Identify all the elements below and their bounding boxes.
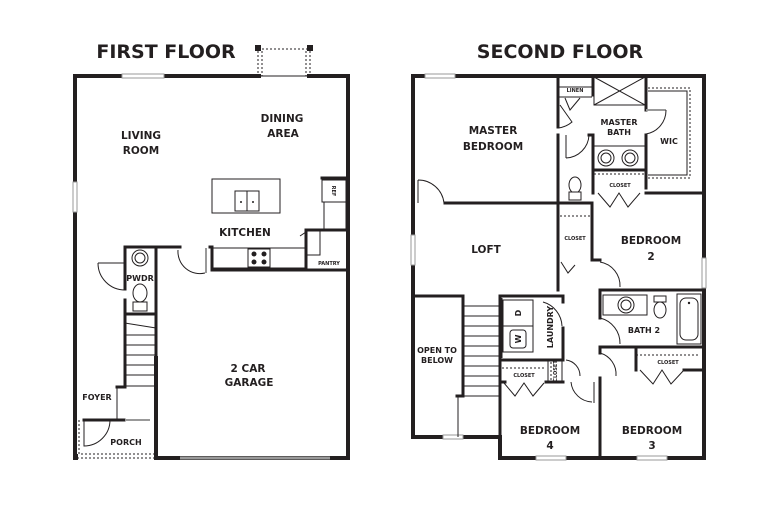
open-to-below: OPEN TO BELOW [411,294,465,437]
master-closet: CLOSET [591,168,706,208]
walk-in-closet: WIC [648,87,691,179]
stairs [115,322,157,420]
svg-text:WIC: WIC [660,137,678,146]
window [410,234,416,266]
svg-text:ROOM: ROOM [123,145,159,157]
svg-text:REF: REF [330,186,336,197]
toilet-icon [653,301,667,319]
refrigerator: REF [320,176,348,203]
front-door-swing [83,419,111,447]
svg-text:BEDROOM: BEDROOM [621,235,681,247]
kitchen-counter [123,245,348,272]
window [535,455,567,461]
bathtub-icon [676,293,702,345]
window [442,434,464,440]
laundry-room: D W LAUNDRY [498,294,565,439]
linen-closet: LINEN [557,86,592,129]
svg-text:KITCHEN: KITCHEN [219,227,271,239]
svg-text:2 CAR: 2 CAR [231,363,266,375]
second-floor-plan: SECOND FLOOR MASTER BEDROOM LINEN [410,41,707,461]
pantry: PANTRY [299,228,348,272]
window [72,181,78,213]
svg-text:LOFT: LOFT [471,244,501,256]
window [121,73,165,79]
window [701,257,707,289]
svg-text:2: 2 [647,251,654,263]
dryer-icon [502,299,534,327]
door-swing [177,249,206,275]
svg-text:DINING: DINING [261,113,304,125]
svg-text:4: 4 [546,440,553,452]
toilet-icon [568,176,582,194]
svg-text:FOYER: FOYER [82,393,111,402]
sink-icon [131,249,149,267]
bedroom-2: BEDROOM 2 [598,235,706,292]
svg-text:BEDROOM: BEDROOM [463,141,523,153]
linen-closet-small: CLOSET [547,359,581,383]
porch [73,418,156,460]
svg-text:GARAGE: GARAGE [225,377,274,389]
door-swing [645,109,667,135]
master-bedroom: MASTER BEDROOM [417,74,594,292]
stairs [463,305,500,397]
svg-text:LINEN: LINEN [567,88,584,94]
first-floor-exterior-walls [72,73,350,460]
window [424,73,456,79]
bedroom-3-closet: CLOSET [634,345,706,385]
hall-closet: CLOSET [560,201,602,274]
bedroom-4-closet: CLOSET [498,367,595,403]
svg-text:OPEN TO: OPEN TO [417,346,457,355]
svg-text:LIVING: LIVING [121,130,161,142]
range-icon [247,248,271,268]
door-swing [97,262,126,291]
svg-text:CLOSET: CLOSET [553,360,559,382]
door-swing [570,381,593,403]
svg-text:PWDR: PWDR [126,274,154,283]
svg-text:D: D [514,309,523,316]
window [636,455,668,461]
svg-text:AREA: AREA [267,128,299,140]
svg-text:MASTER: MASTER [469,125,518,137]
svg-text:MASTER: MASTER [601,118,638,127]
svg-text:3: 3 [648,440,655,452]
svg-text:CLOSET: CLOSET [657,360,679,366]
door-swing [417,179,445,204]
sink-icon [617,296,635,314]
svg-text:BATH: BATH [607,128,631,137]
sink-icon [597,149,615,167]
svg-text:PANTRY: PANTRY [318,261,340,267]
kitchen-island [211,178,281,214]
master-bath: MASTER BATH [565,74,667,201]
svg-text:CLOSET: CLOSET [609,183,631,189]
first-floor-plan: FIRST FLOOR [72,41,350,460]
svg-text:BELOW: BELOW [421,356,453,365]
svg-text:W: W [514,334,523,343]
door-swing [599,261,621,288]
svg-text:BEDROOM: BEDROOM [520,425,580,437]
bay-window [255,45,313,76]
toilet-icon [132,283,148,303]
svg-text:PORCH: PORCH [110,438,141,447]
svg-text:LAUNDRY: LAUNDRY [546,306,555,349]
sink-icon [621,149,639,167]
second-floor-title: SECOND FLOOR [477,41,644,63]
bath-2: BATH 2 [598,288,706,349]
first-floor-title: FIRST FLOOR [96,41,236,63]
svg-text:BEDROOM: BEDROOM [622,425,682,437]
svg-text:BATH 2: BATH 2 [628,326,660,335]
powder-room: PWDR [97,245,158,389]
svg-text:CLOSET: CLOSET [513,373,535,379]
svg-text:CLOSET: CLOSET [564,236,586,242]
